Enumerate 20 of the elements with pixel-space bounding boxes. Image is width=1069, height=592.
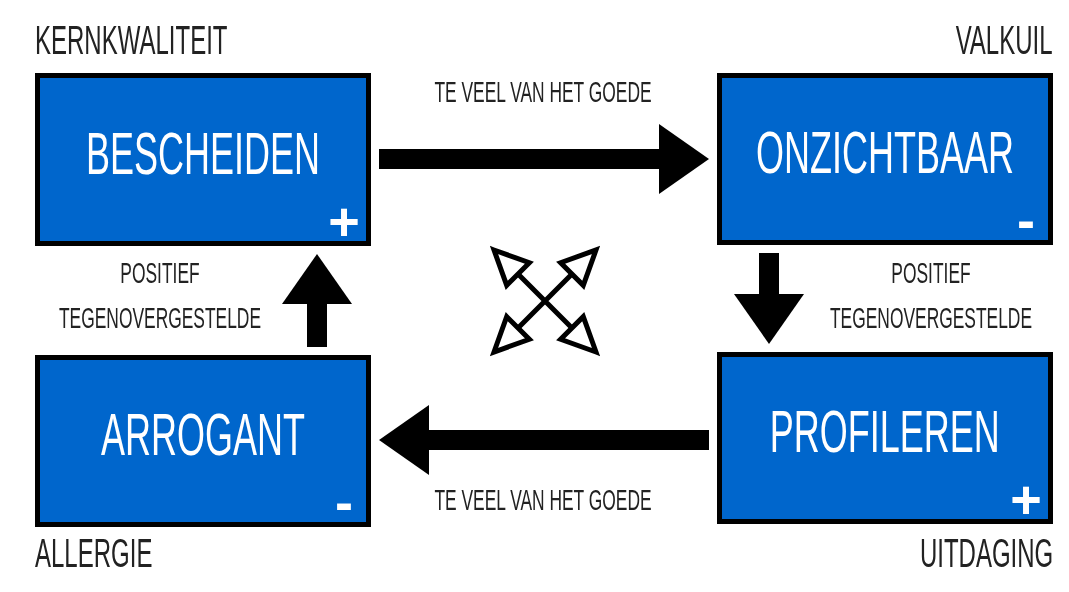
arrow: [379, 405, 709, 475]
trait-label: PROFILEREN: [770, 402, 1001, 462]
edge-label: POSITIEF TEGENOVERGESTELDE: [57, 256, 263, 336]
edge-label: TE VEEL VAN HET GOEDE: [433, 75, 653, 110]
edge-label: TE VEEL VAN HET GOEDE: [433, 483, 653, 518]
quadrant-heading: VALKUIL: [956, 20, 1053, 60]
corner-sign: -: [1016, 205, 1036, 235]
trait-label: ONZICHTBAAR: [756, 123, 1014, 183]
trait-label: BESCHEIDEN: [85, 123, 321, 184]
quadrant-heading: ALLERGIE: [35, 533, 153, 573]
trait-label: ARROGANT: [101, 405, 305, 465]
corner-sign: +: [1009, 484, 1043, 514]
quadrant-heading: UITDAGING: [919, 533, 1053, 573]
arrow: [379, 124, 709, 194]
arrow: [734, 253, 804, 344]
arrow: [282, 254, 352, 347]
quadrant-heading: KERNKWALITEIT: [35, 20, 228, 60]
corner-sign: -: [334, 487, 354, 517]
edge-label: POSITIEF TEGENOVERGESTELDE: [828, 256, 1034, 336]
corner-sign: +: [327, 206, 361, 236]
